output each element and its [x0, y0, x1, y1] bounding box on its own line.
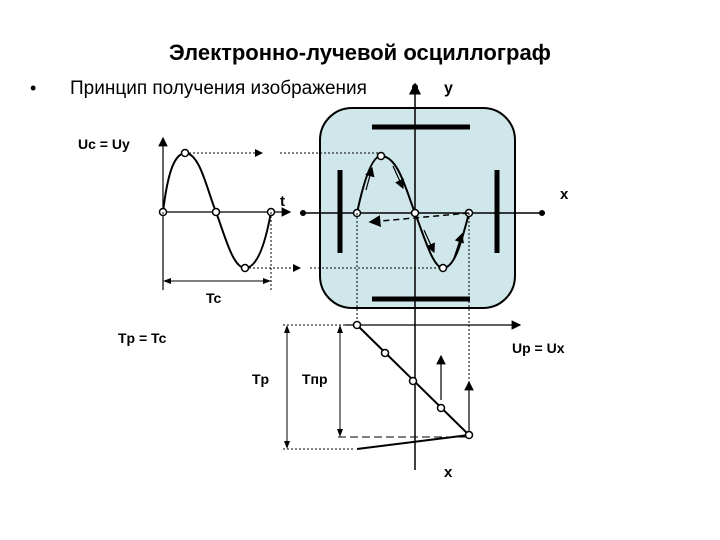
- trace-arrow: [453, 232, 464, 259]
- label-up-ux: Up = Ux: [512, 340, 565, 356]
- bullet-marker: •: [30, 78, 37, 98]
- x-axis-dot-left: [300, 210, 306, 216]
- bullet-text: Принцип получения изображения: [70, 78, 367, 99]
- label-t-axis: t: [280, 193, 285, 210]
- trace-arrow: [365, 166, 375, 191]
- tc-arrow-right: [263, 278, 271, 284]
- label-tc: Tc: [206, 290, 222, 306]
- screen-point: [376, 151, 386, 161]
- crt-screen: [319, 107, 516, 309]
- label-uc-uy: Uc = Uy: [78, 136, 130, 152]
- label-x-axis-bottom: x: [444, 464, 453, 481]
- slide-title: Электронно-лучевой осциллограф: [169, 40, 551, 65]
- label-tp-eq-tc: Tp = Tc: [118, 330, 167, 346]
- y-axis-dot: [412, 84, 418, 90]
- tp-arrow-top: [284, 325, 290, 333]
- label-x-axis-right: x: [560, 186, 569, 203]
- sweep-point: [352, 320, 362, 330]
- sine-point: [240, 263, 250, 273]
- flyback-line: [368, 212, 470, 228]
- tpr-arrow-top: [337, 325, 343, 333]
- tc-arrow-left: [163, 278, 171, 284]
- sine-point: [180, 148, 190, 158]
- screen-point: [410, 208, 420, 218]
- sweep-point: [380, 348, 390, 358]
- sweep-point: [436, 403, 446, 413]
- tpr-arrow-bottom: [337, 429, 343, 437]
- trace-arrow: [423, 229, 435, 254]
- trace-arrow: [392, 165, 404, 190]
- screen-point: [438, 263, 448, 273]
- sine-point: [211, 207, 221, 217]
- sweep-point: [408, 376, 418, 386]
- label-tpr: Tпр: [302, 371, 328, 387]
- x-axis-dot-right: [539, 210, 545, 216]
- sweep-point: [464, 430, 474, 440]
- tp-arrow-bottom: [284, 441, 290, 449]
- label-y-axis: y: [444, 80, 453, 97]
- label-tp: Tp: [252, 371, 270, 387]
